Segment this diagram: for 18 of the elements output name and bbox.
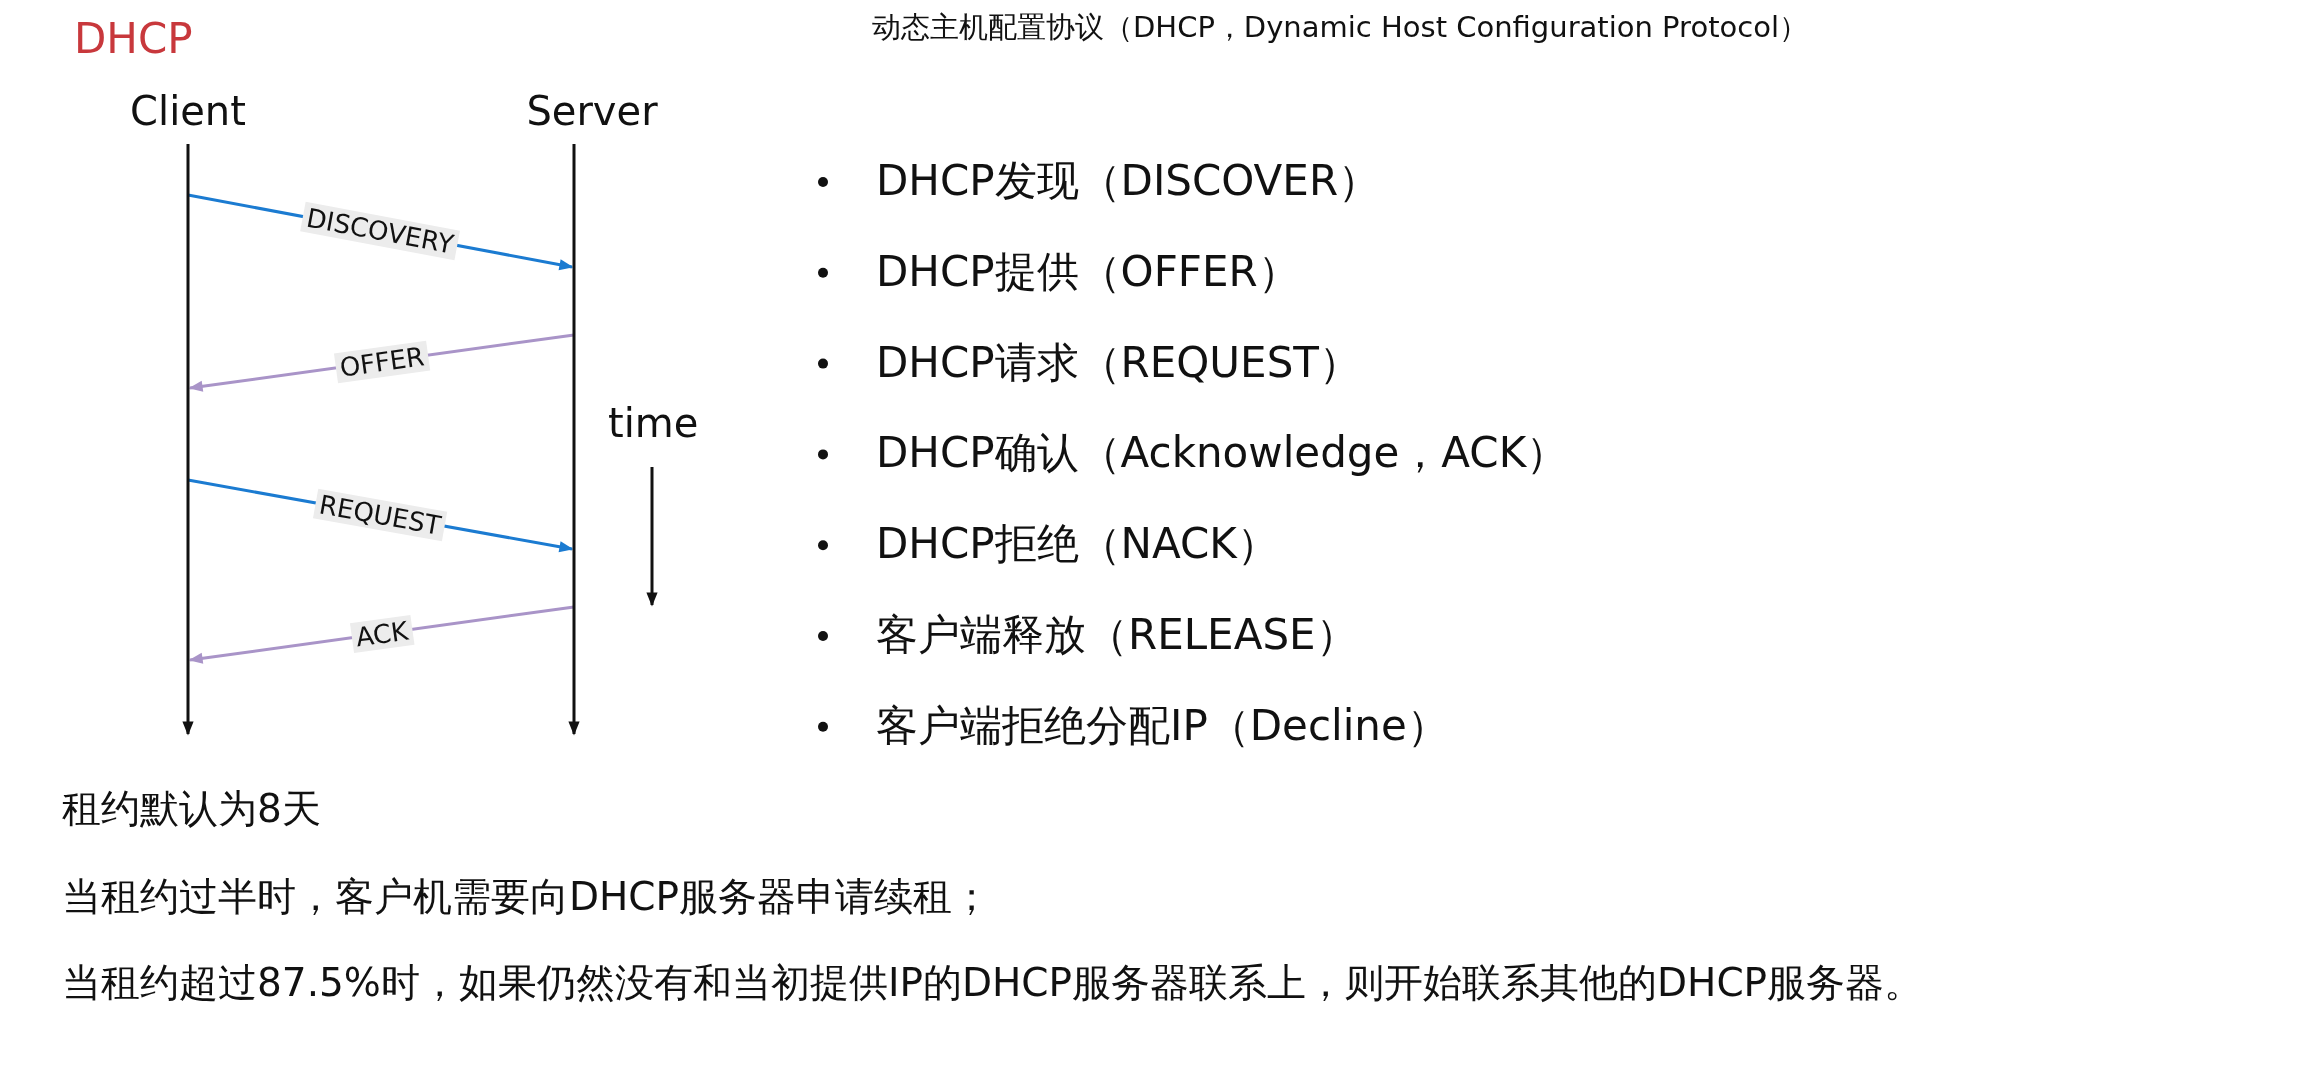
- bullet-item: 客户端释放（RELEASE）: [876, 609, 1358, 661]
- title: DHCP: [74, 14, 193, 63]
- bullet-item: DHCP提供（OFFER）: [876, 245, 1300, 298]
- lifeline-label: Server: [525, 88, 659, 134]
- edge-label: ACK: [349, 614, 415, 653]
- bullet-item: DHCP发现（DISCOVER）: [876, 155, 1381, 207]
- bullet-item: 客户端拒绝分配IP（Decline）: [876, 699, 1449, 752]
- time-label: time: [608, 400, 699, 446]
- bullet-item: DHCP请求（REQUEST）: [876, 336, 1361, 389]
- lifeline-label: Client: [129, 88, 247, 134]
- bullet-item: DHCP拒绝（NACK）: [876, 518, 1279, 571]
- note-text: 租约默认为8天: [62, 785, 321, 833]
- edge-label: OFFER: [333, 340, 431, 383]
- note-text: 当租约超过87.5%时，如果仍然没有和当初提供IP的DHCP服务器联系上，则开始联系其他的DHCP服务器。: [62, 959, 1924, 1007]
- bullet-item: DHCP确认（Acknowledge，ACK）: [876, 427, 1569, 480]
- edge-label: REQUEST: [312, 488, 448, 541]
- heading: 动态主机配置协议（DHCP，Dynamic Host Configuration Protocol）: [872, 9, 1808, 46]
- note-text: 当租约过半时，客户机需要向DHCP服务器申请续租；: [62, 873, 992, 921]
